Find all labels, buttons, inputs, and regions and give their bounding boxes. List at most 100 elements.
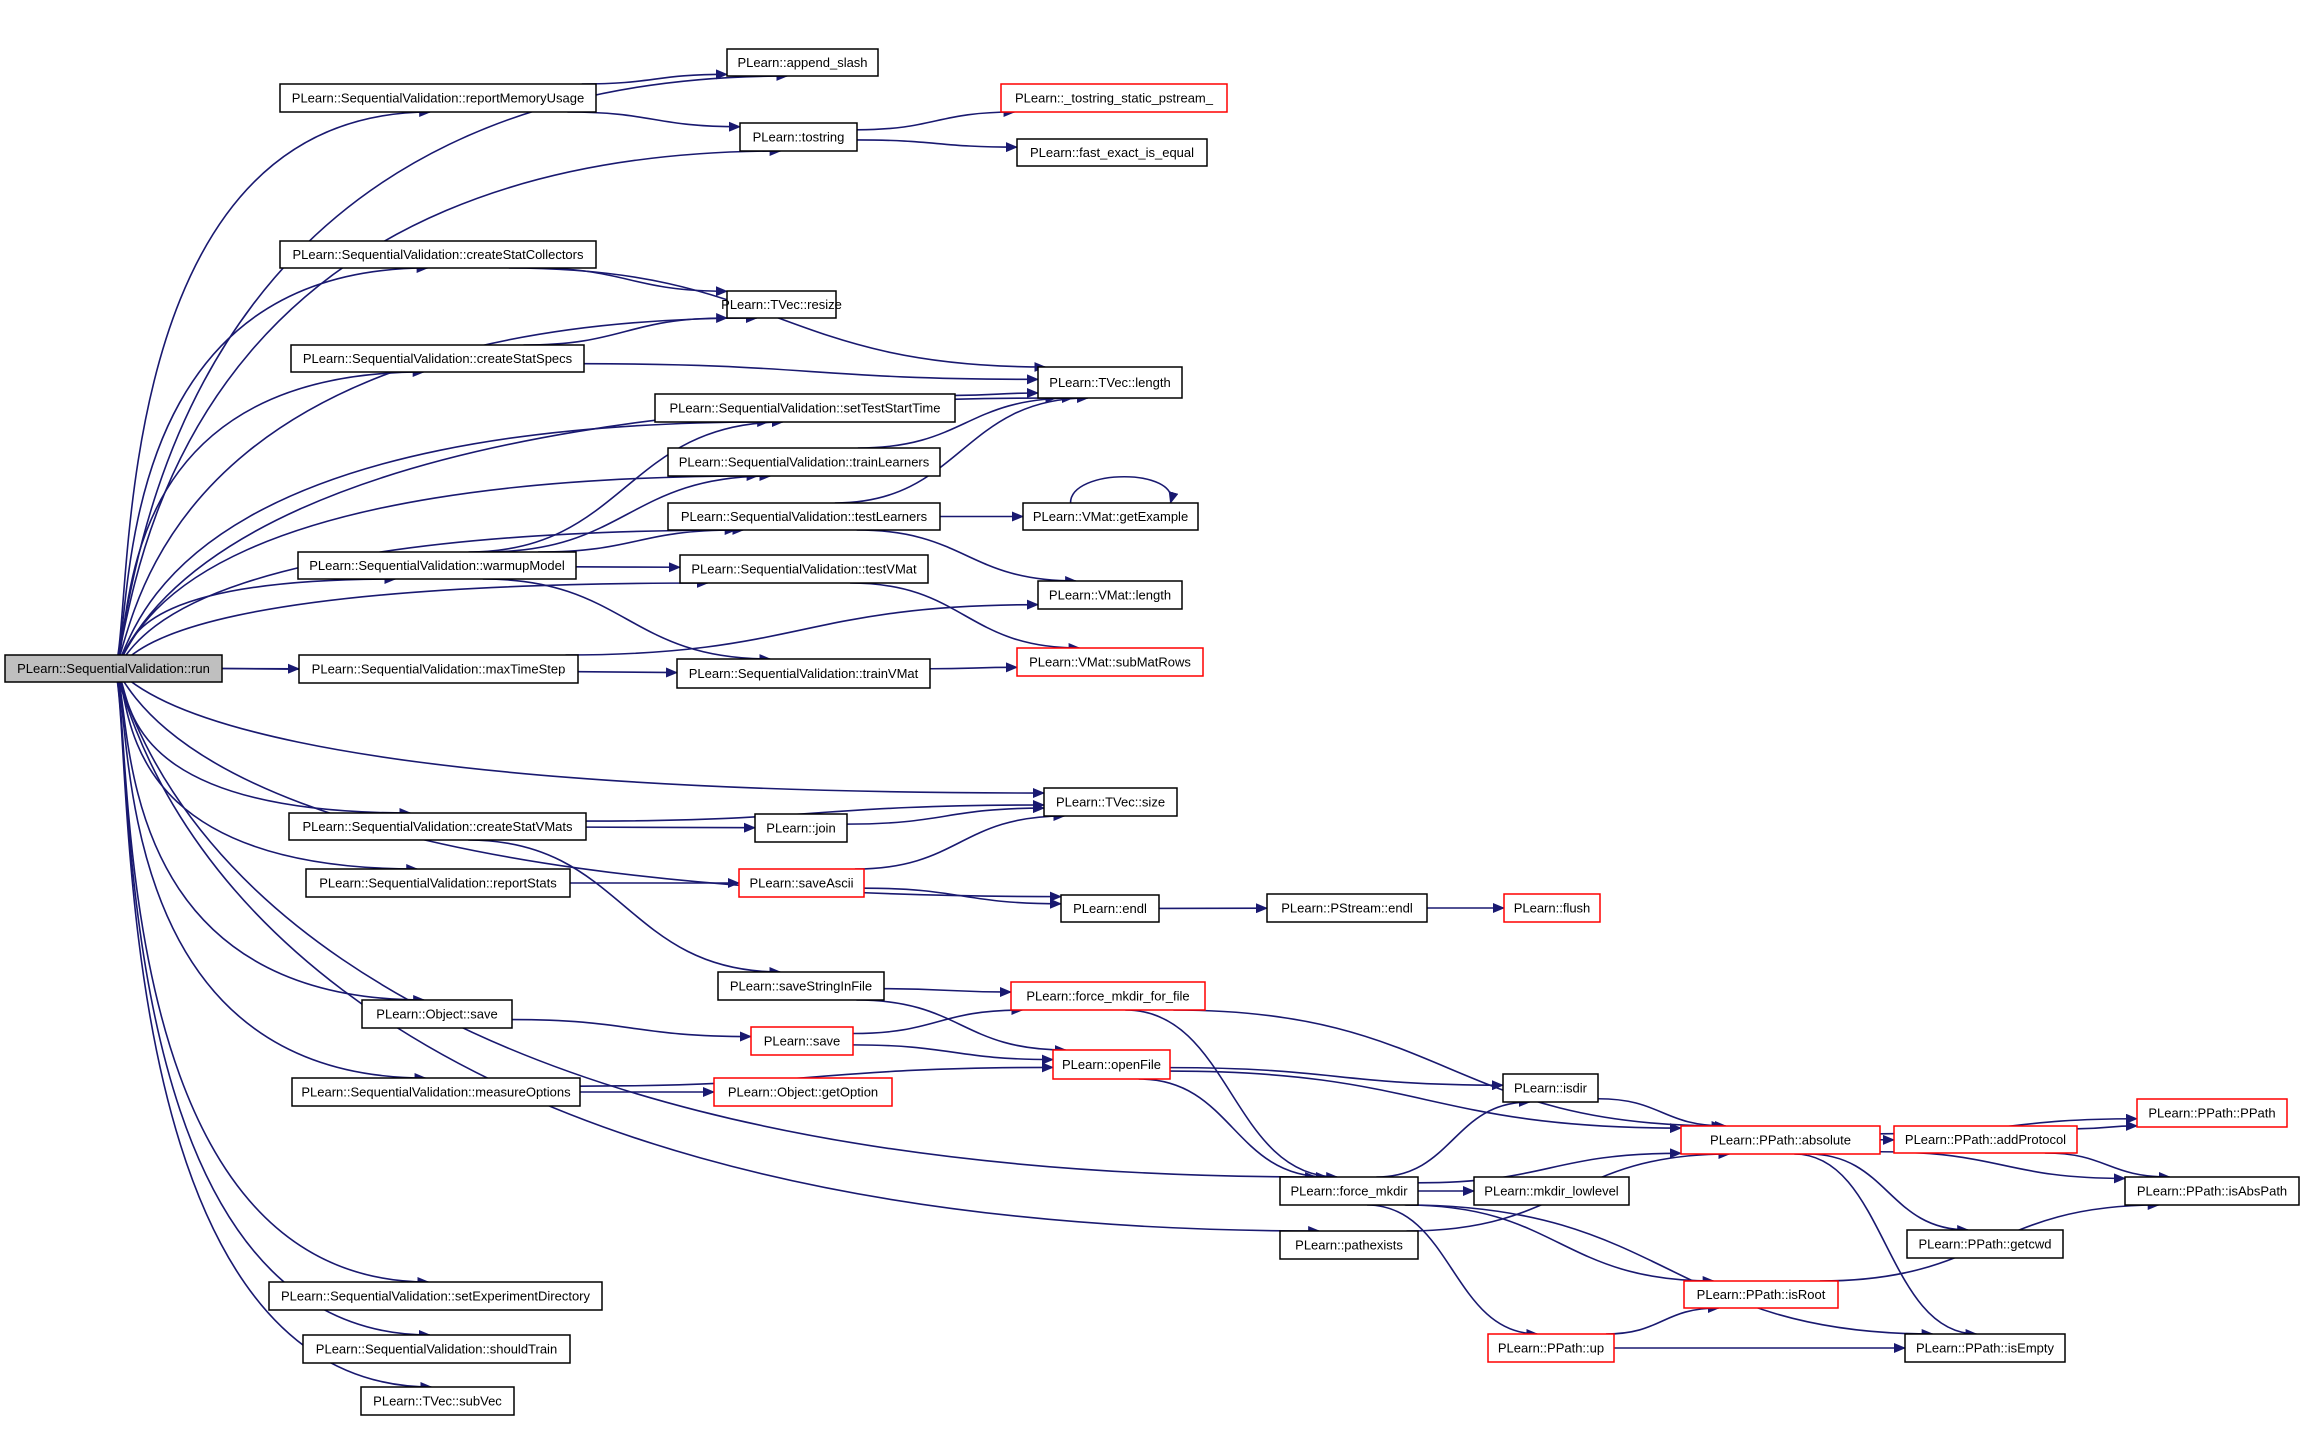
node-box bbox=[1473, 1176, 1630, 1206]
node-fast_exact[interactable]: PLearn::fast_exact_is_equal bbox=[1016, 138, 1208, 167]
node-reportStats[interactable]: PLearn::SequentialValidation::reportStat… bbox=[305, 868, 571, 898]
edge-force_mkdir-to-up bbox=[1367, 1204, 1539, 1339]
node-createStatVMats[interactable]: PLearn::SequentialValidation::createStat… bbox=[288, 812, 587, 841]
node-label: PLearn::SequentialValidation::reportMemo… bbox=[292, 91, 584, 106]
edge-setTestStartTime-to-tvec_length bbox=[954, 387, 1039, 398]
node-endl[interactable]: PLearn::endl bbox=[1060, 894, 1160, 923]
node-box bbox=[1502, 1073, 1599, 1103]
node-tostring_static[interactable]: PLearn::_tostring_static_pstream_ bbox=[1000, 83, 1228, 113]
node-absolute[interactable]: PLearn::PPath::absolute bbox=[1680, 1125, 1881, 1155]
edge-saveStringInFile-to-openFile bbox=[856, 999, 1067, 1055]
node-flush[interactable]: PLearn::flush bbox=[1503, 893, 1601, 923]
node-label: PLearn::append_slash bbox=[737, 55, 867, 70]
edge-run-to-force_mkdir bbox=[114, 668, 1318, 1182]
node-pathexists[interactable]: PLearn::pathexists bbox=[1279, 1230, 1419, 1260]
node-pstream_endl[interactable]: PLearn::PStream::endl bbox=[1266, 893, 1428, 923]
node-getOption[interactable]: PLearn::Object::getOption bbox=[713, 1077, 893, 1107]
node-tvec_size[interactable]: PLearn::TVec::size bbox=[1043, 787, 1178, 817]
node-label: PLearn::pathexists bbox=[1295, 1238, 1403, 1253]
node-openFile[interactable]: PLearn::openFile bbox=[1052, 1049, 1171, 1080]
node-trainVMat[interactable]: PLearn::SequentialValidation::trainVMat bbox=[676, 658, 931, 689]
node-measureOptions[interactable]: PLearn::SequentialValidation::measureOpt… bbox=[291, 1077, 581, 1107]
edge-getExample-to-getExample bbox=[1069, 475, 1179, 504]
node-createStatSpecs[interactable]: PLearn::SequentialValidation::createStat… bbox=[290, 344, 585, 373]
node-subVec[interactable]: PLearn::TVec::subVec bbox=[360, 1386, 515, 1416]
node-testLearners[interactable]: PLearn::SequentialValidation::testLearne… bbox=[667, 502, 941, 531]
node-createStatCollectors[interactable]: PLearn::SequentialValidation::createStat… bbox=[279, 240, 597, 269]
node-isAbsPath[interactable]: PLearn::PPath::isAbsPath bbox=[2124, 1176, 2300, 1206]
node-box bbox=[1680, 1125, 1881, 1155]
node-getcwd[interactable]: PLearn::PPath::getcwd bbox=[1906, 1229, 2064, 1259]
edge-addProtocol-to-ppath bbox=[2076, 1120, 2138, 1131]
node-saveAscii[interactable]: PLearn::saveAscii bbox=[738, 868, 865, 898]
edge-run-to-createStatCollectors bbox=[114, 263, 429, 669]
edge-warmupModel-to-trainVMat bbox=[482, 578, 772, 664]
node-box bbox=[290, 344, 585, 373]
edge-openFile-to-absolute bbox=[1169, 1070, 1682, 1134]
edge-force_mkdir-to-isdir bbox=[1376, 1097, 1531, 1178]
edges-layer bbox=[114, 69, 2171, 1392]
node-box bbox=[754, 813, 848, 843]
node-append_slash[interactable]: PLearn::append_slash bbox=[726, 48, 879, 77]
edge-saveAscii-to-tvec_size bbox=[854, 811, 1066, 870]
node-up[interactable]: PLearn::PPath::up bbox=[1487, 1333, 1615, 1363]
node-getExample[interactable]: PLearn::VMat::getExample bbox=[1022, 502, 1199, 531]
node-tvec_length[interactable]: PLearn::TVec::length bbox=[1037, 366, 1183, 399]
edge-saveStringInFile-to-force_mkdir_for_file bbox=[883, 987, 1012, 998]
node-box bbox=[361, 999, 513, 1029]
node-label: PLearn::tostring bbox=[753, 130, 845, 145]
node-warmupModel[interactable]: PLearn::SequentialValidation::warmupMode… bbox=[297, 551, 577, 580]
edge-run-to-tostring bbox=[114, 146, 782, 669]
edge-tostring-to-fast_exact bbox=[856, 139, 1018, 153]
nodes-layer: PLearn::SequentialValidation::runPLearn:… bbox=[4, 48, 2300, 1416]
edge-createStatSpecs-to-tvec_length bbox=[583, 362, 1039, 385]
node-saveStringInFile[interactable]: PLearn::saveStringInFile bbox=[717, 971, 885, 1001]
node-join[interactable]: PLearn::join bbox=[754, 813, 848, 843]
node-label: PLearn::mkdir_lowlevel bbox=[1484, 1184, 1619, 1199]
node-isdir[interactable]: PLearn::isdir bbox=[1502, 1073, 1599, 1103]
node-vmat_length[interactable]: PLearn::VMat::length bbox=[1037, 580, 1183, 610]
node-box bbox=[750, 1026, 854, 1056]
edge-run-to-endl bbox=[114, 667, 1062, 902]
edge-absolute-to-isAbsPath bbox=[1879, 1150, 2126, 1184]
edge-absolute-to-getcwd bbox=[1808, 1153, 1970, 1235]
node-label: PLearn::SequentialValidation::trainLearn… bbox=[679, 455, 930, 470]
node-shouldTrain[interactable]: PLearn::SequentialValidation::shouldTrai… bbox=[302, 1334, 571, 1364]
node-setExperimentDirectory[interactable]: PLearn::SequentialValidation::setExperim… bbox=[268, 1281, 603, 1311]
edge-object_save-to-save bbox=[511, 1018, 752, 1042]
node-box bbox=[2136, 1098, 2288, 1128]
node-box bbox=[676, 658, 931, 689]
node-box bbox=[297, 551, 577, 580]
node-tostring[interactable]: PLearn::tostring bbox=[739, 122, 858, 152]
node-force_mkdir_for_file[interactable]: PLearn::force_mkdir_for_file bbox=[1010, 981, 1206, 1011]
node-label: PLearn::_tostring_static_pstream_ bbox=[1015, 91, 1214, 106]
node-box bbox=[1279, 1230, 1419, 1260]
node-force_mkdir[interactable]: PLearn::force_mkdir bbox=[1279, 1176, 1419, 1206]
node-setTestStartTime[interactable]: PLearn::SequentialValidation::setTestSta… bbox=[654, 393, 956, 423]
node-subMatRows[interactable]: PLearn::VMat::subMatRows bbox=[1016, 647, 1204, 677]
node-label: PLearn::PPath::up bbox=[1498, 1341, 1604, 1356]
node-label: PLearn::saveStringInFile bbox=[730, 979, 872, 994]
node-reportMemoryUsage[interactable]: PLearn::SequentialValidation::reportMemo… bbox=[279, 83, 597, 113]
node-box bbox=[1037, 580, 1183, 610]
node-addProtocol[interactable]: PLearn::PPath::addProtocol bbox=[1893, 1125, 2078, 1154]
node-isRoot[interactable]: PLearn::PPath::isRoot bbox=[1683, 1280, 1839, 1309]
node-save[interactable]: PLearn::save bbox=[750, 1026, 854, 1056]
node-isEmpty[interactable]: PLearn::PPath::isEmpty bbox=[1904, 1333, 2066, 1363]
node-object_save[interactable]: PLearn::Object::save bbox=[361, 999, 513, 1029]
node-box bbox=[1016, 647, 1204, 677]
node-run[interactable]: PLearn::SequentialValidation::run bbox=[4, 654, 223, 683]
edge-force_mkdir_for_file-to-absolute bbox=[1173, 1009, 1724, 1131]
edge-testLearners-to-vmat_length bbox=[856, 529, 1078, 586]
node-label: PLearn::SequentialValidation::trainVMat bbox=[689, 666, 919, 681]
node-label: PLearn::TVec::resize bbox=[721, 297, 842, 312]
node-tvec_resize[interactable]: PLearn::TVec::resize bbox=[721, 290, 842, 319]
edge-run-to-setExperimentDirectory bbox=[114, 668, 430, 1287]
node-ppath[interactable]: PLearn::PPath::PPath bbox=[2136, 1098, 2288, 1128]
node-testVMat[interactable]: PLearn::SequentialValidation::testVMat bbox=[679, 554, 929, 584]
node-label: PLearn::SequentialValidation::testLearne… bbox=[681, 509, 928, 524]
node-trainLearners[interactable]: PLearn::SequentialValidation::trainLearn… bbox=[667, 447, 941, 477]
node-mkdir_lowlevel[interactable]: PLearn::mkdir_lowlevel bbox=[1473, 1176, 1630, 1206]
node-maxTimeStep[interactable]: PLearn::SequentialValidation::maxTimeSte… bbox=[298, 654, 579, 684]
